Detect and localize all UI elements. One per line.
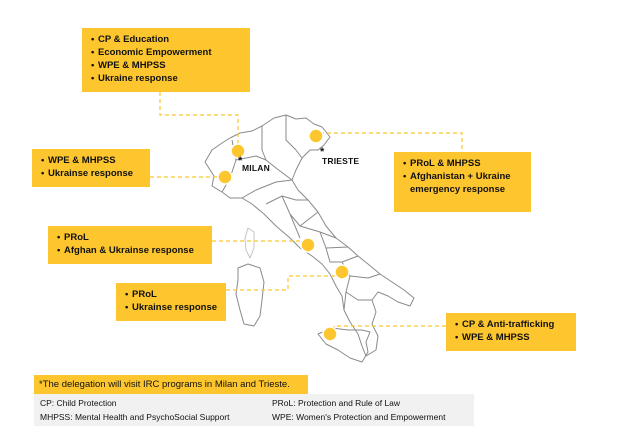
callout-sicily: CP & Anti-trafficking WPE & MHPSS (446, 313, 576, 351)
marker-milan (230, 143, 246, 159)
marker-trieste (308, 128, 324, 144)
callout-item: PRoL (57, 231, 203, 244)
callout-item: Afghanistan + Ukraine emergency response (403, 170, 522, 196)
trieste-asterisk: * (320, 146, 325, 158)
legend-wpe: WPE: Women's Protection and Empowerment (272, 412, 446, 422)
callout-item: Economic Empowerment (91, 46, 241, 59)
callout-naples: PRoL Ukrainse response (116, 283, 226, 321)
marker-rome (300, 237, 316, 253)
sicily-outline (317, 327, 371, 363)
callout-northwest: WPE & MHPSS Ukrainse response (32, 149, 150, 187)
callout-item: PRoL & MHPSS (403, 157, 522, 170)
callout-item: Ukrainse response (41, 167, 141, 180)
abbreviation-legend: CP: Child Protection MHPSS: Mental Healt… (34, 394, 474, 426)
marker-northwest (217, 169, 233, 185)
callout-item: Ukraine response (91, 72, 241, 85)
delegation-note: *The delegation will visit IRC programs … (34, 375, 308, 394)
callout-item: CP & Education (91, 33, 241, 46)
callout-item: WPE & MHPSS (455, 331, 567, 344)
marker-sicily (322, 326, 338, 342)
region-borders (221, 115, 381, 311)
leader-line-trieste (315, 132, 463, 152)
corsica-outline (244, 227, 255, 259)
callout-rome: PRoL Afghan & Ukrainse response (48, 226, 212, 264)
city-label-trieste: TRIESTE (322, 156, 360, 166)
marker-naples (334, 264, 350, 280)
milan-asterisk: * (238, 155, 243, 167)
sardinia-outline (235, 263, 265, 327)
callout-trieste: PRoL & MHPSS Afghanistan + Ukraine emerg… (394, 152, 531, 212)
callout-item: Afghan & Ukrainse response (57, 244, 203, 257)
legend-cp: CP: Child Protection (40, 398, 117, 408)
leader-line-sicily (333, 325, 446, 330)
callout-item: Ukrainse response (125, 301, 217, 314)
callout-item: CP & Anti-trafficking (455, 318, 567, 331)
callout-milan: CP & Education Economic Empowerment WPE … (82, 28, 250, 92)
leader-line-naples (226, 275, 342, 291)
callout-item: PRoL (125, 288, 217, 301)
legend-prol: PRoL: Protection and Rule of Law (272, 398, 401, 408)
callout-item: WPE & MHPSS (41, 154, 141, 167)
legend-mhpss: MHPSS: Mental Health and PsychoSocial Su… (40, 412, 230, 422)
leader-line-milan (159, 92, 239, 148)
city-label-milan: MILAN (242, 163, 270, 173)
callout-item: WPE & MHPSS (91, 59, 241, 72)
